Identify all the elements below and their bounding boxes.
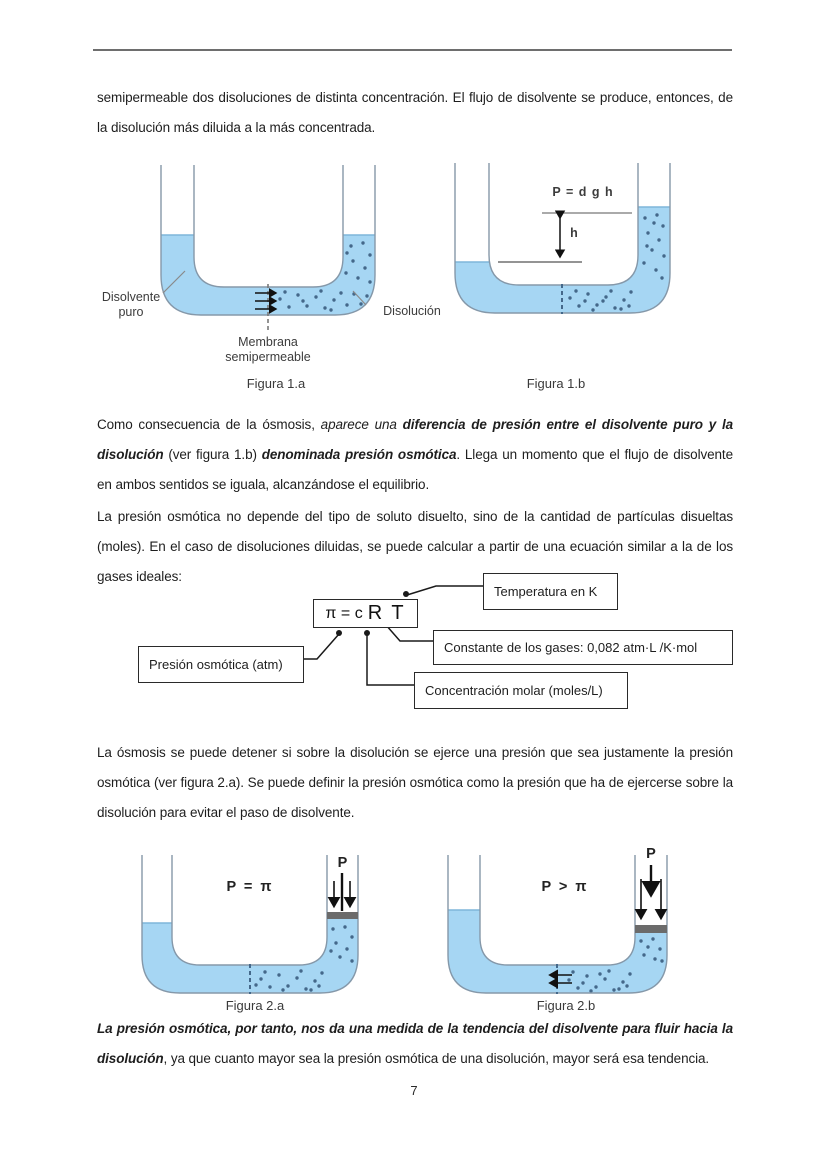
label-pure-solvent: Disolvente puro xyxy=(101,290,161,319)
utube-diagram-2a xyxy=(141,855,359,994)
caption-figure-2a: Figura 2.a xyxy=(225,998,285,1013)
figure-1a: Disolvente puro Disolución Membrana semi… xyxy=(95,158,445,373)
paragraph-stop-osmosis: La ósmosis se puede detener si sobre la … xyxy=(97,738,733,828)
paragraph-intro: semipermeable dos disoluciones de distin… xyxy=(97,83,733,143)
connector-gas-constant xyxy=(385,624,433,642)
callout-temperature: Temperatura en K xyxy=(483,573,618,610)
connector-dot-T xyxy=(403,591,409,597)
label-semipermeable-membrane: Membrana semipermeable xyxy=(225,335,311,364)
tube-inner-wall xyxy=(488,163,639,286)
equation-p-greater-pi: P > π xyxy=(541,879,589,895)
figure-2a: P = π P xyxy=(95,843,425,1000)
tube-inner-wall xyxy=(193,165,344,288)
page-number: 7 xyxy=(410,1083,418,1098)
solute-dots xyxy=(567,937,664,993)
text-segment-bold-italic: denominada presión osmótica xyxy=(261,447,457,462)
solute-dots xyxy=(254,925,354,992)
text-segment-bold-italic: La presión osmótica, por tanto, nos da u… xyxy=(97,1021,733,1066)
piston xyxy=(327,912,358,919)
text-segment: (ver figura 1.b) xyxy=(163,447,262,462)
text-segment: Como consecuencia de la ósmosis, xyxy=(97,417,321,432)
label-pressure-P: P xyxy=(337,855,348,871)
air-space-left xyxy=(455,163,492,262)
label-height-h: h xyxy=(570,226,578,240)
text-segment: . Llega un momento que el flujo de disol… xyxy=(97,447,733,492)
callout-concentration: Concentración molar (moles/L) xyxy=(414,672,628,709)
figure-1b: P = d g h h xyxy=(445,158,745,373)
air-space xyxy=(161,165,375,235)
paragraph-osmotic-pressure: Como consecuencia de la ósmosis, aparece… xyxy=(97,410,733,500)
osmosis-flow-arrows-icon xyxy=(255,288,278,314)
right-label-pointer xyxy=(352,290,367,306)
text-segment: , ya que cuanto mayor sea la presión osm… xyxy=(163,1051,710,1066)
tube-inner-wall xyxy=(171,855,328,966)
figure-2b: P > π P xyxy=(420,843,750,1000)
connector-dot-pi xyxy=(336,630,342,636)
paragraph-equation-intro-text: La presión osmótica no depende del tipo … xyxy=(97,509,733,584)
air-space-right xyxy=(636,163,670,207)
utube-diagram-1b xyxy=(454,163,671,314)
reverse-flow-arrows-icon xyxy=(548,969,572,989)
label-pressure-formula: P = d g h xyxy=(552,185,614,199)
air-space-left xyxy=(142,855,174,923)
pressure-arrows-icon xyxy=(634,865,668,921)
piston xyxy=(635,925,667,933)
formula-diagram: π = c R T Temperatura en K Constante de … xyxy=(0,565,828,725)
paragraph-stop-osmosis-text: La ósmosis se puede detener si sobre la … xyxy=(97,745,733,820)
caption-figure-1a: Figura 1.a xyxy=(246,376,306,391)
equation-p-equals-pi: P = π xyxy=(226,879,274,895)
pressure-arrows-icon xyxy=(327,873,357,911)
label-solution: Disolución xyxy=(383,304,441,318)
formula-right-part: R T xyxy=(367,602,406,624)
solute-dots xyxy=(568,213,666,312)
connector-dot-c xyxy=(364,630,370,636)
connector-concentration xyxy=(366,634,414,686)
left-label-pointer xyxy=(162,270,186,294)
paragraph-conclusion: La presión osmótica, por tanto, nos da u… xyxy=(97,1014,733,1074)
utube-diagram-1a xyxy=(160,165,376,330)
formula-pi-crt: π = c R T xyxy=(313,599,418,628)
label-pressure-P: P xyxy=(646,846,656,862)
caption-figure-2b: Figura 2.b xyxy=(536,998,596,1013)
text-segment-bold-italic: diferencia de presión entre el disolvent… xyxy=(97,417,734,462)
header-rule xyxy=(93,49,732,51)
connector-osmotic-pressure xyxy=(304,633,340,660)
connector-temperature xyxy=(406,585,483,596)
callout-gas-constant: Constante de los gases: 0,082 atm·L /K·m… xyxy=(433,630,733,665)
solute-dots xyxy=(278,241,372,312)
air-space-left xyxy=(448,855,482,910)
text-segment-italic: aparece una xyxy=(320,417,403,432)
caption-figure-1b: Figura 1.b xyxy=(526,376,586,391)
callout-osmotic-pressure: Presión osmótica (atm) xyxy=(138,646,304,683)
utube-diagram-2b xyxy=(447,855,668,994)
formula-left-part: π = c xyxy=(325,604,363,622)
tube-inner-wall xyxy=(479,855,636,966)
paragraph-equation-intro: La presión osmótica no depende del tipo … xyxy=(97,502,733,592)
paragraph-intro-text: semipermeable dos disoluciones de distin… xyxy=(97,90,733,135)
